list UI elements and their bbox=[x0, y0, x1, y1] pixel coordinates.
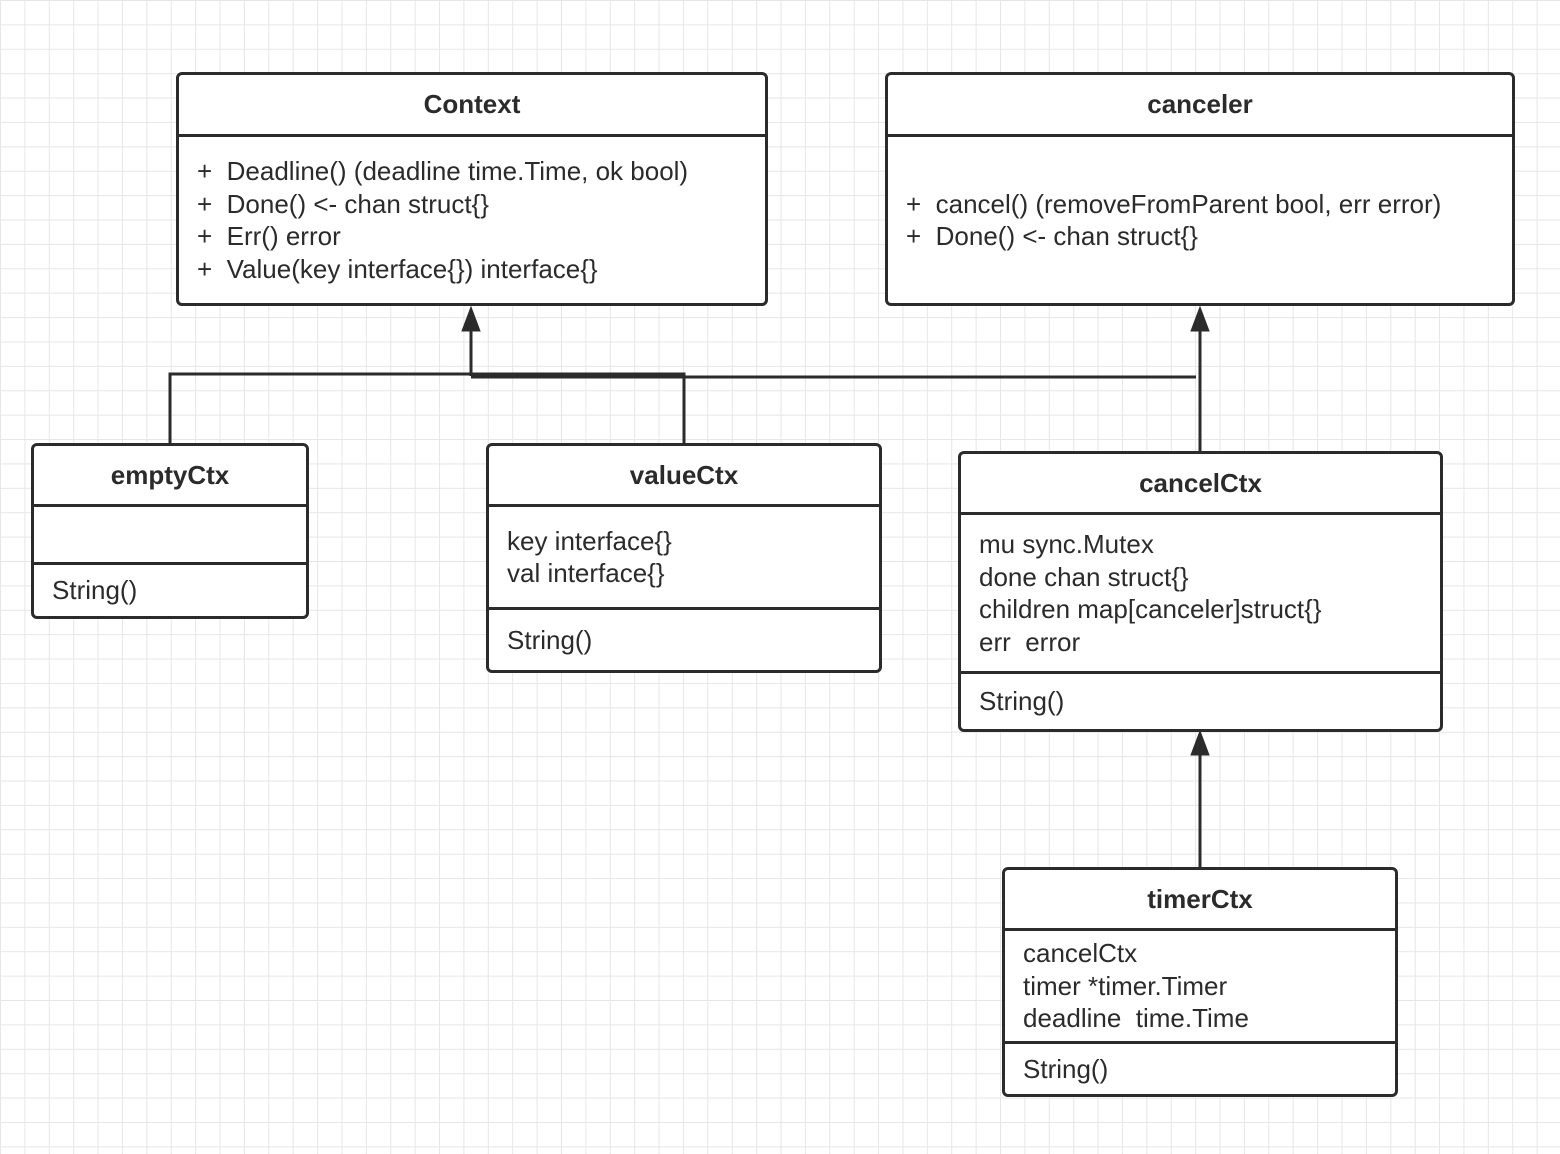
methods-section: + Deadline() (deadline time.Time, ok boo… bbox=[179, 137, 765, 303]
connector-valuectx-to-context bbox=[471, 372, 686, 444]
fields-section: key interface{} val interface{} bbox=[489, 507, 879, 610]
method: + Err() error bbox=[197, 221, 341, 251]
field: key interface{} bbox=[507, 525, 672, 556]
methods-section: String() bbox=[1005, 1044, 1395, 1094]
field: done chan struct{} bbox=[979, 561, 1189, 592]
arrowhead-cancelctx bbox=[1190, 729, 1210, 756]
class-name: canceler bbox=[888, 75, 1512, 137]
field: deadline time.Time bbox=[1023, 1003, 1249, 1034]
field: timer *timer.Timer bbox=[1023, 970, 1228, 1001]
methods-section: + cancel() (removeFromParent bool, err e… bbox=[888, 137, 1512, 303]
method: String() bbox=[52, 575, 138, 606]
fields-section: mu sync.Mutex done chan struct{} childre… bbox=[961, 515, 1440, 674]
field: cancelCtx bbox=[1023, 938, 1138, 969]
method: String() bbox=[1023, 1053, 1109, 1084]
class-cancelctx[interactable]: cancelCtx mu sync.Mutex done chan struct… bbox=[958, 451, 1443, 732]
fields-section: cancelCtx timer *timer.Timer deadline ti… bbox=[1005, 931, 1395, 1044]
arrowhead-context bbox=[461, 305, 481, 332]
field: err error bbox=[979, 626, 1081, 657]
class-name: timerCtx bbox=[1005, 870, 1395, 931]
method: + Value(key interface{}) interface{} bbox=[197, 253, 598, 284]
class-context[interactable]: Context + Deadline() (deadline time.Time… bbox=[176, 72, 768, 306]
class-name: Context bbox=[179, 75, 765, 137]
method: + Done() <- chan struct{} bbox=[906, 221, 1198, 251]
fields-section bbox=[34, 507, 306, 565]
method: + Deadline() (deadline time.Time, ok boo… bbox=[197, 156, 689, 186]
methods-section: String() bbox=[489, 610, 879, 670]
class-emptyctx[interactable]: emptyCtx String() bbox=[31, 443, 309, 619]
methods-section: String() bbox=[961, 674, 1440, 729]
method: + Done() <- chan struct{} bbox=[197, 188, 489, 219]
method: String() bbox=[507, 624, 593, 655]
class-name: cancelCtx bbox=[961, 454, 1440, 515]
class-canceler[interactable]: canceler + cancel() (removeFromParent bo… bbox=[885, 72, 1515, 306]
field: children map[canceler]struct{} bbox=[979, 594, 1322, 624]
class-name: valueCtx bbox=[489, 446, 879, 507]
class-name: emptyCtx bbox=[34, 446, 306, 507]
arrowhead-canceler bbox=[1190, 305, 1210, 332]
field: val interface{} bbox=[507, 558, 665, 588]
class-timerctx[interactable]: timerCtx cancelCtx timer *timer.Timer de… bbox=[1002, 867, 1398, 1097]
method: + cancel() (removeFromParent bool, err e… bbox=[906, 188, 1442, 219]
connector-emptyctx-to-context bbox=[168, 372, 471, 444]
methods-section: String() bbox=[34, 565, 306, 616]
method: String() bbox=[979, 686, 1065, 717]
field: mu sync.Mutex bbox=[979, 529, 1154, 559]
class-valuectx[interactable]: valueCtx key interface{} val interface{}… bbox=[486, 443, 882, 673]
